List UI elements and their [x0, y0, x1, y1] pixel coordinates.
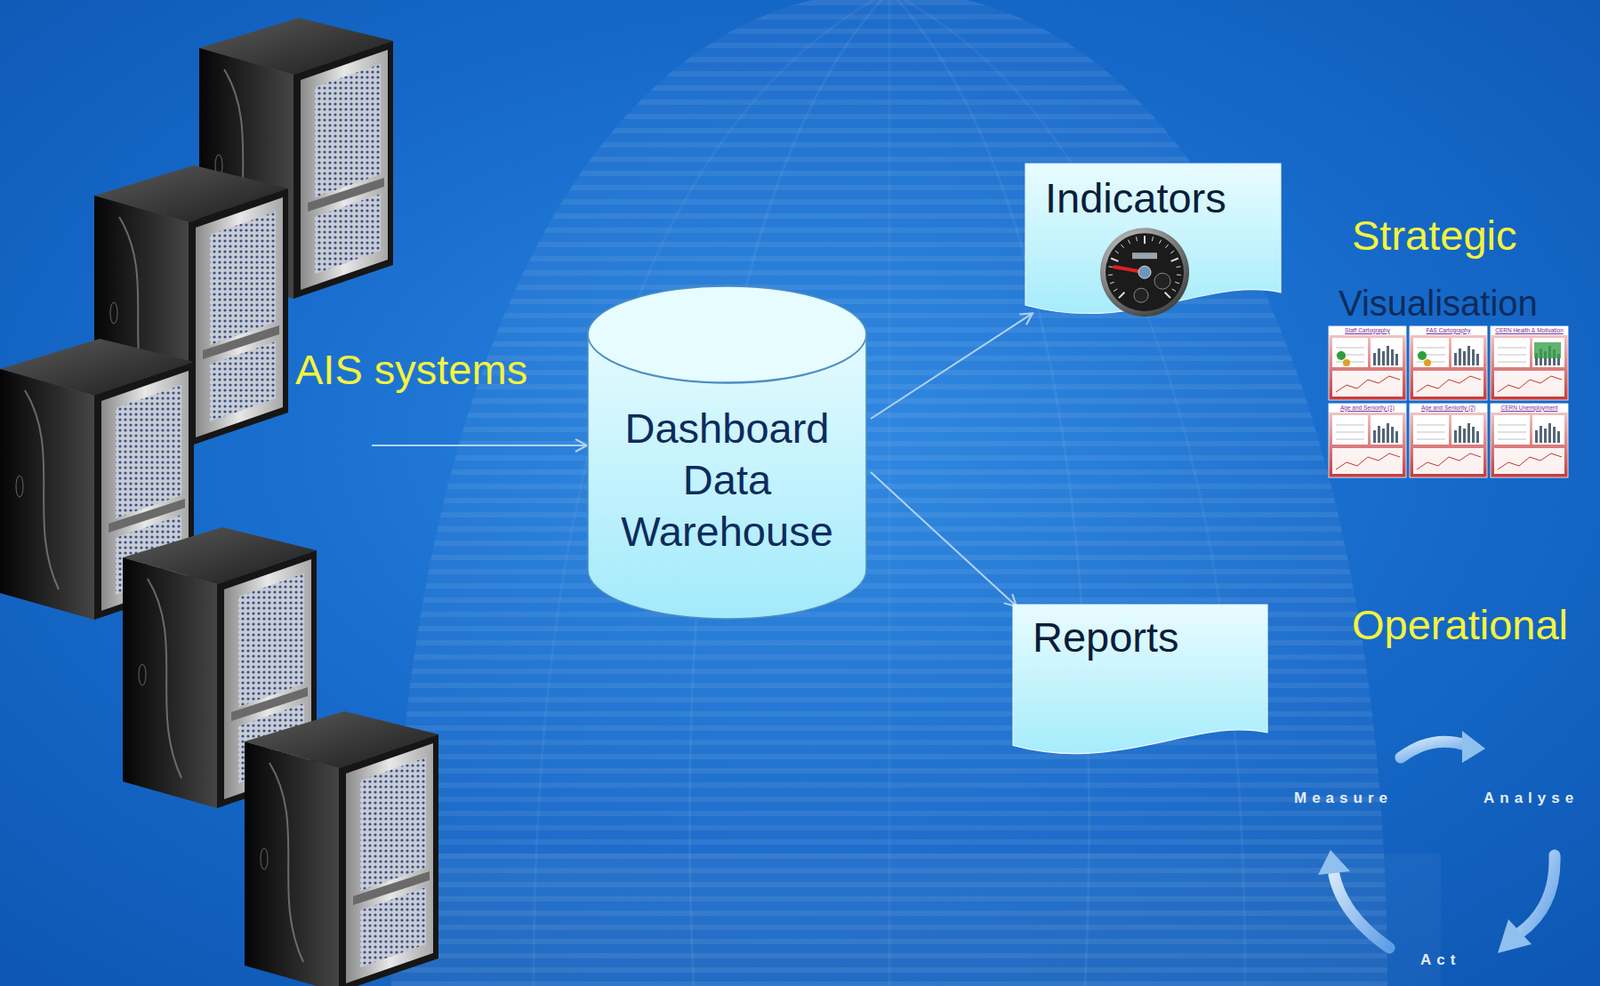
section-heading: Operational [1351, 601, 1568, 650]
cycle-step: Measure [1294, 789, 1393, 808]
dashboard-thumbnail [1409, 403, 1488, 478]
section-subheading: Visualisation [1338, 282, 1538, 324]
server-tower [244, 711, 439, 986]
cycle-arrows [1318, 731, 1555, 954]
cylinder-top [587, 286, 867, 383]
document-outline [1013, 604, 1268, 755]
node-text: AIS systems [295, 345, 528, 394]
document-outline [1025, 163, 1281, 314]
dashboard-thumbnail [1409, 326, 1488, 401]
gauge-icon [1100, 227, 1190, 317]
dashboard-thumbnails [1328, 326, 1568, 478]
node-text: Reports [1032, 613, 1248, 662]
connector-arrow [870, 313, 1033, 419]
dashboard-thumbnail [1490, 326, 1568, 401]
thumbnail-title: CERN Unemployment [1490, 405, 1568, 412]
cycle-arrow [1519, 855, 1555, 934]
thumbnail-title: Staff Cartography [1328, 328, 1407, 335]
report-document: Reports [1013, 604, 1268, 765]
node-text: Dashboard Data Warehouse [611, 402, 843, 557]
dashboard-thumbnail [1328, 403, 1407, 478]
cycle-arrow [1400, 741, 1466, 758]
connector-arrow [371, 444, 587, 447]
cycle-step: Analyse [1483, 789, 1579, 808]
thumbnail-title: Age and Seniority (1) [1328, 405, 1407, 412]
connector-arrow [870, 472, 1017, 607]
cycle-step: Act [1420, 951, 1461, 970]
cycle-arrowhead [1497, 919, 1532, 954]
section-heading: Strategic [1351, 211, 1517, 260]
data-warehouse-cylinder: Dashboard Data Warehouse [586, 285, 868, 620]
dome-watermark [337, 0, 1441, 986]
dashboard-thumbnail [1490, 403, 1568, 478]
node-text: Indicators [1045, 174, 1262, 223]
thumbnail-title: Age and Seniority (2) [1409, 405, 1488, 412]
thumbnail-title: FAS Cartography [1409, 328, 1488, 335]
cycle-arrowhead [1462, 731, 1486, 764]
thumbnail-title: CERN Health & Motivation [1490, 328, 1568, 335]
cycle-arrow [1334, 875, 1390, 949]
server-towers [0, 17, 439, 986]
source-systems: AIS systems [295, 345, 528, 446]
cylinder-shape [586, 285, 868, 620]
cycle-arrowhead [1318, 850, 1351, 876]
dashboard-thumbnail [1328, 326, 1407, 401]
indicator-document: Indicators [1025, 163, 1281, 325]
